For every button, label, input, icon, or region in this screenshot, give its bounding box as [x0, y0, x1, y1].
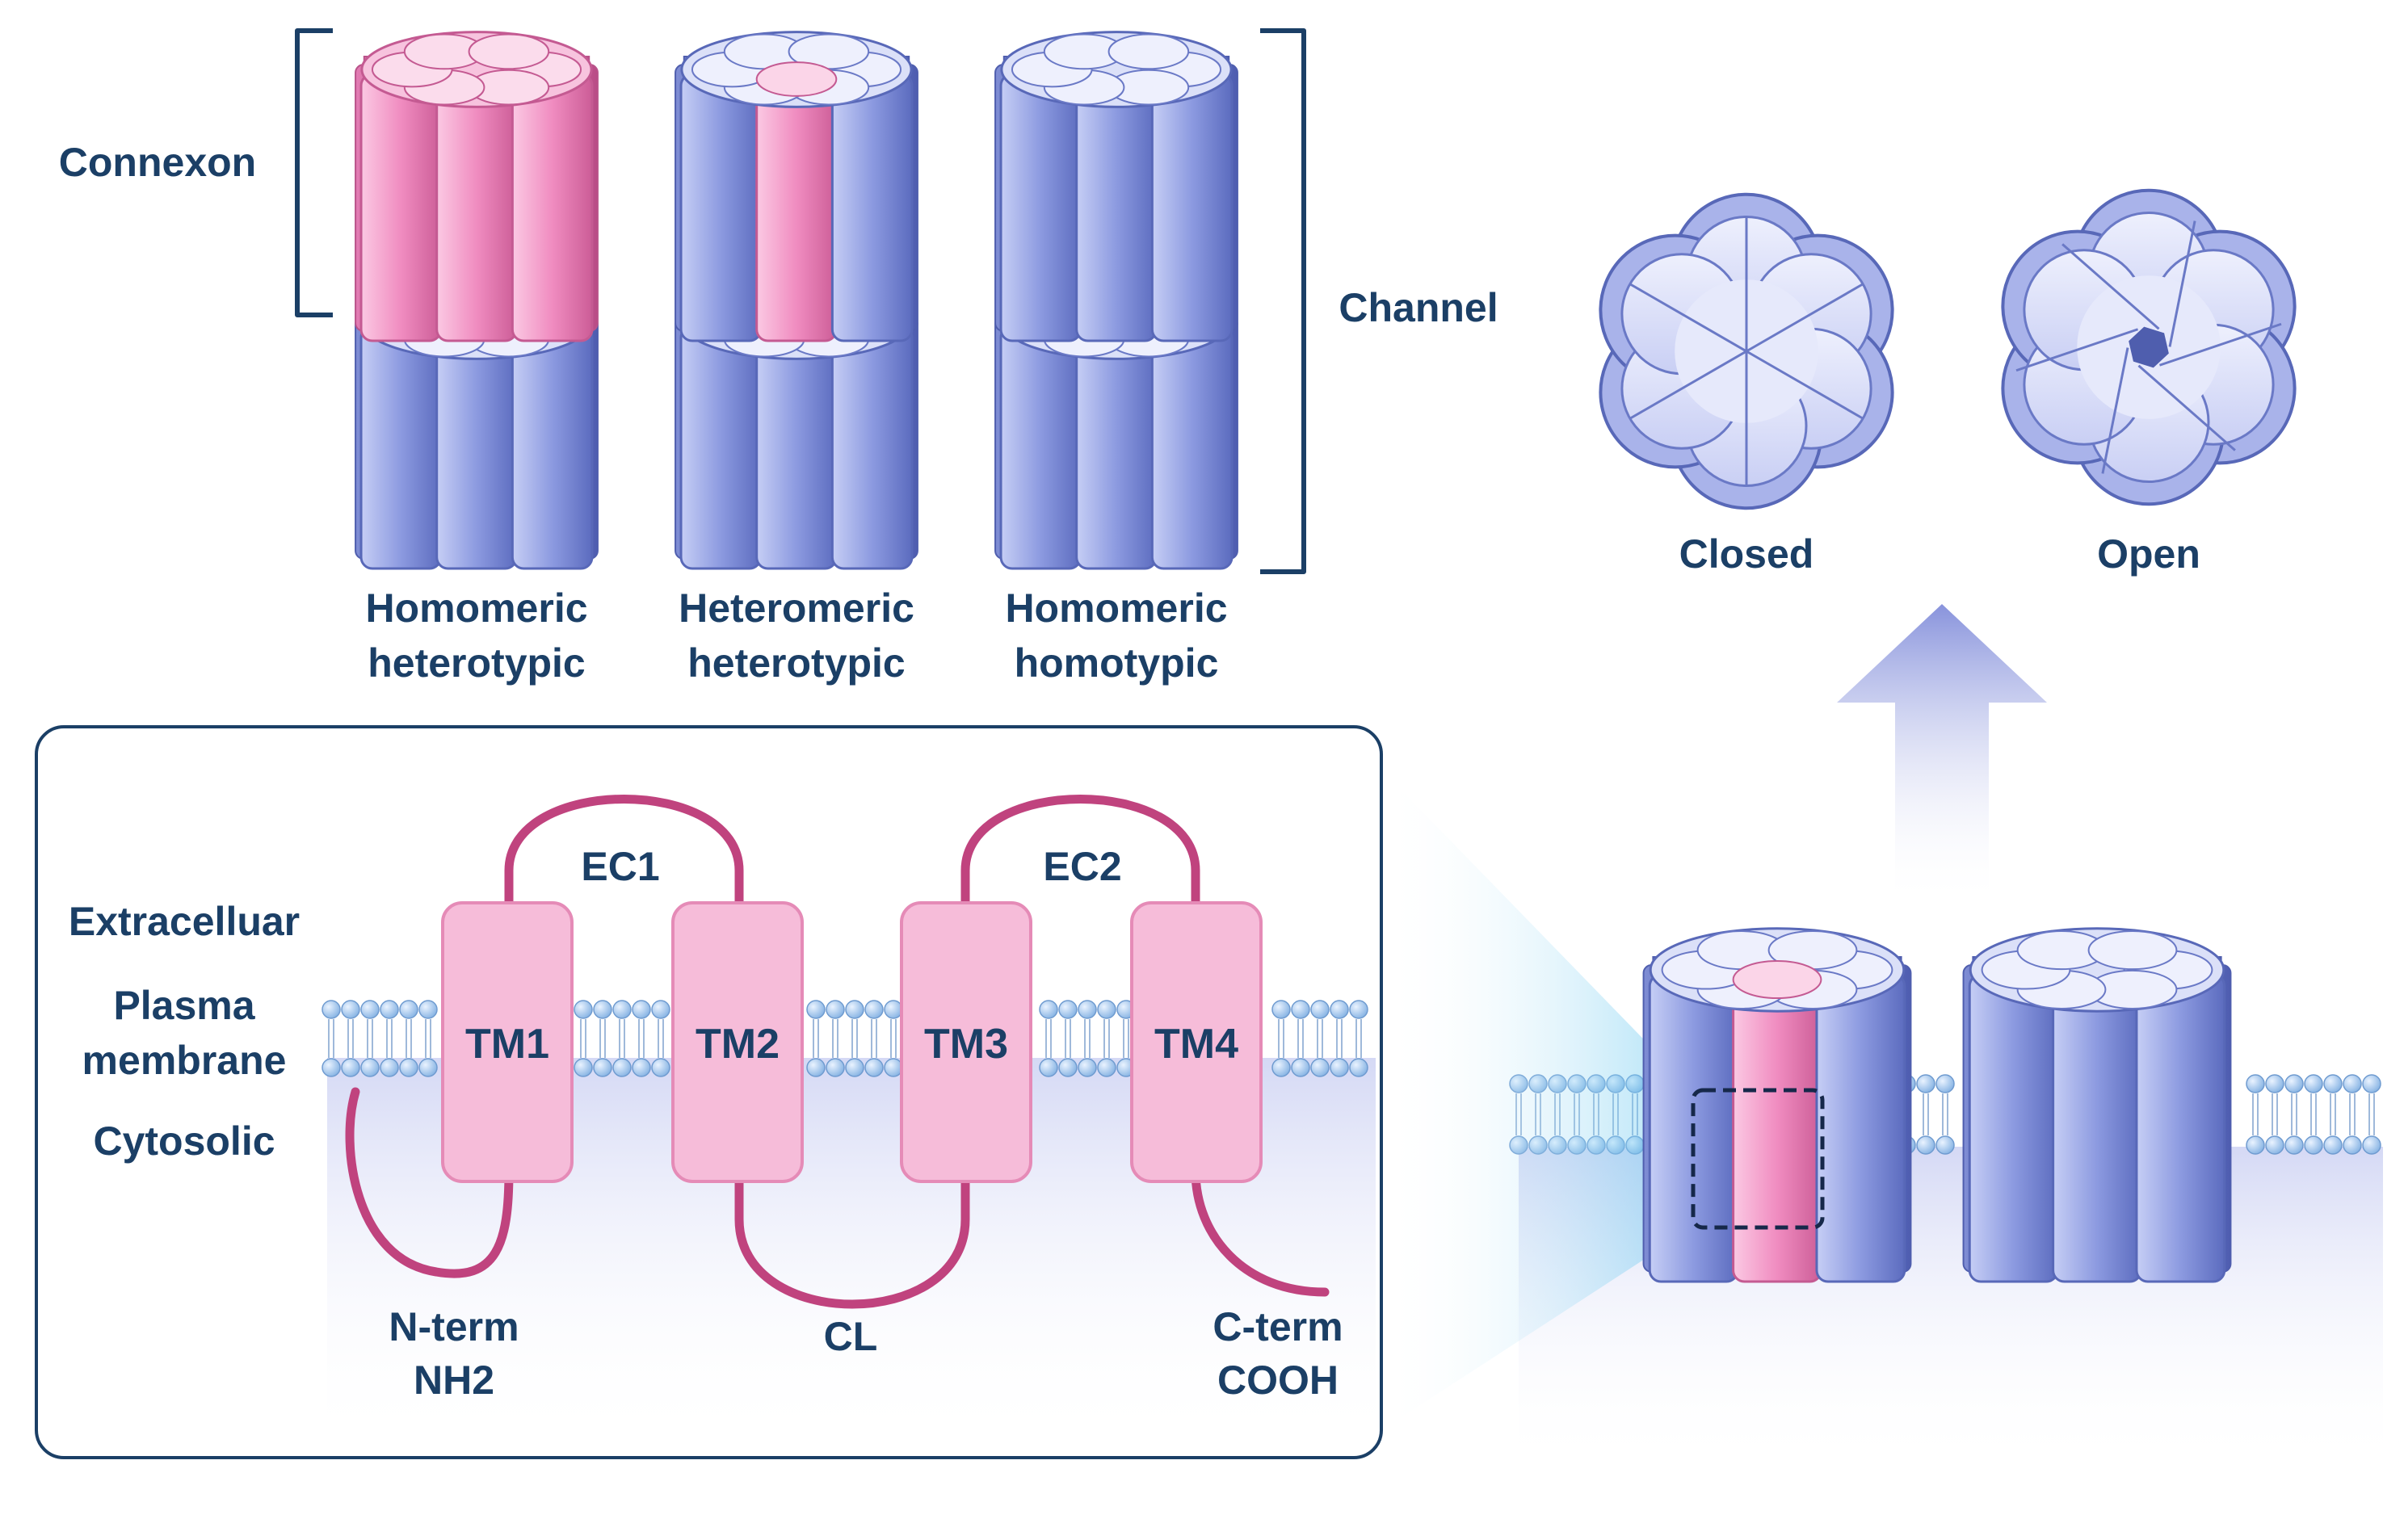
channel-label: Channel [1339, 285, 1498, 330]
zoom-beam [1383, 771, 1693, 1429]
ec1-label: EC1 [581, 844, 659, 889]
type-3-line2: homotypic [1015, 640, 1219, 686]
ec2-label: EC2 [1043, 844, 1121, 889]
c-term-tail [1191, 1166, 1330, 1297]
channel-bracket [1260, 28, 1306, 574]
type-2-line2: heterotypic [687, 640, 906, 686]
cl-label: CL [824, 1314, 878, 1359]
heteromeric-heterotypic-channel [675, 31, 918, 570]
zoom-selection-box [1691, 1088, 1825, 1230]
cl-loop [734, 1166, 970, 1309]
open-channel-top-view [2001, 188, 2297, 506]
membrane-bilayer-left [322, 1000, 1368, 1077]
tm2-label: TM2 [696, 1021, 780, 1068]
n-term-label: N-term [389, 1304, 519, 1349]
up-arrow-icon [1837, 604, 2047, 904]
extracellular-label: Extracelluar [69, 899, 300, 944]
c-term-label: C-term [1213, 1304, 1343, 1349]
open-label: Open [2097, 531, 2200, 577]
homomeric-homotypic-channel [994, 31, 1238, 570]
closed-channel-top-view [1599, 192, 1894, 510]
plasma-label: Plasma [113, 983, 255, 1028]
type-1-line1: Homomeric [365, 585, 587, 631]
membrane-label: membrane [82, 1038, 287, 1083]
cooh-label: COOH [1217, 1357, 1339, 1403]
tm3-domain: TM3 [900, 901, 1032, 1183]
type-3-line1: Homomeric [1005, 585, 1227, 631]
tm1-label: TM1 [465, 1021, 549, 1068]
closed-label: Closed [1679, 531, 1814, 577]
membrane-connexon [1962, 927, 2232, 1283]
type-1-line2: heterotypic [368, 640, 586, 686]
tm3-label: TM3 [924, 1021, 1008, 1068]
n-term-tail [345, 1087, 514, 1278]
tm4-domain: TM4 [1130, 901, 1263, 1183]
type-2-line1: Heteromeric [679, 585, 914, 631]
tm4-label: TM4 [1154, 1021, 1238, 1068]
tm2-domain: TM2 [671, 901, 804, 1183]
connexon-bracket [295, 28, 333, 317]
homomeric-heterotypic-channel [355, 31, 599, 570]
connexon-label: Connexon [59, 140, 256, 185]
ec2-loop [960, 795, 1200, 916]
cytosolic-label: Cytosolic [93, 1118, 275, 1164]
tm1-domain: TM1 [441, 901, 574, 1183]
ec1-loop [504, 795, 744, 916]
nh2-label: NH2 [414, 1357, 494, 1403]
